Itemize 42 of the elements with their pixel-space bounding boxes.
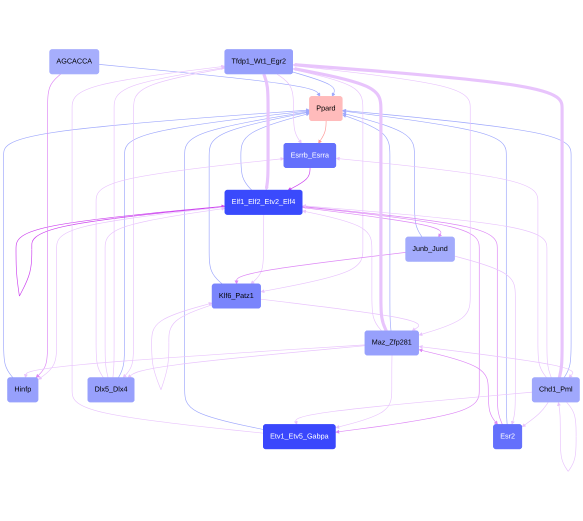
arrow xyxy=(98,64,320,97)
arrow xyxy=(294,392,533,425)
arrow xyxy=(454,256,516,425)
arrow xyxy=(302,207,442,238)
arrow xyxy=(118,109,310,378)
arrow xyxy=(292,72,336,97)
arrow xyxy=(24,344,366,378)
arrow xyxy=(522,402,549,428)
arrow xyxy=(342,114,392,332)
arrow xyxy=(234,252,406,284)
arrow xyxy=(16,204,226,296)
arrow xyxy=(288,168,310,191)
arrow xyxy=(342,108,572,378)
arrow xyxy=(418,348,498,425)
arrow xyxy=(240,112,310,191)
arrow xyxy=(96,156,284,378)
arrow xyxy=(184,110,310,430)
arrow xyxy=(260,298,419,332)
arrow xyxy=(72,64,264,434)
arrow xyxy=(208,110,310,284)
arrow xyxy=(262,74,270,191)
arrow xyxy=(336,156,548,378)
arrow xyxy=(557,402,576,472)
arrow xyxy=(104,206,226,378)
arrow xyxy=(36,74,61,378)
arrow xyxy=(342,109,508,426)
arrow xyxy=(3,108,310,378)
arrow xyxy=(127,345,366,378)
arrow xyxy=(342,112,423,238)
arrow xyxy=(302,210,382,332)
arrow xyxy=(292,62,564,378)
arrow xyxy=(418,345,574,378)
arrow xyxy=(38,206,226,380)
arrow xyxy=(276,74,302,144)
arrow xyxy=(151,302,213,390)
arrow xyxy=(292,67,388,332)
arrow xyxy=(302,204,552,378)
arrow xyxy=(318,120,326,144)
arrow xyxy=(260,69,364,294)
arrow xyxy=(250,214,264,284)
arrow xyxy=(335,355,392,429)
arrow xyxy=(292,65,471,336)
